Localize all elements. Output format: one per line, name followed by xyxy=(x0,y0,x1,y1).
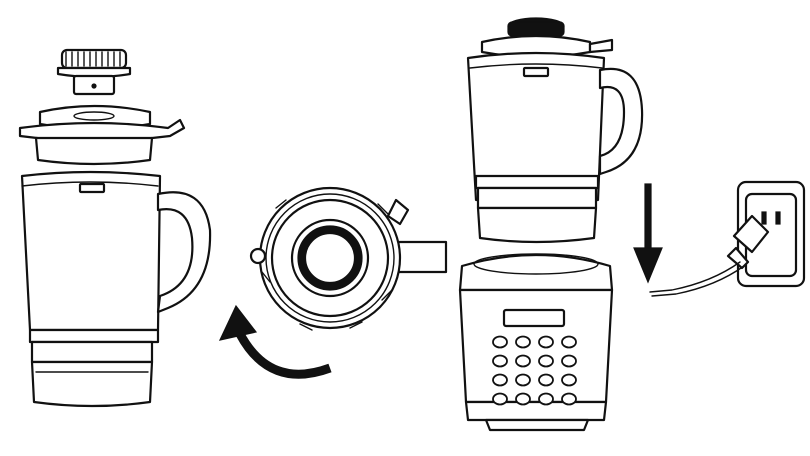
keypad-button xyxy=(538,335,554,349)
jug-lid xyxy=(18,104,186,166)
keypad-button xyxy=(561,354,577,368)
keypad-button xyxy=(515,354,531,368)
keypad-button xyxy=(561,335,577,349)
keypad-button xyxy=(492,335,508,349)
keypad-button xyxy=(492,373,508,387)
keypad-button xyxy=(515,373,531,387)
power-outlet-icon xyxy=(649,180,806,297)
keypad-button xyxy=(561,373,577,387)
control-panel xyxy=(492,308,577,406)
keypad-button xyxy=(538,373,554,387)
jug-bottom-view xyxy=(249,186,448,331)
measuring-cap xyxy=(56,48,132,96)
motor-base xyxy=(458,253,614,432)
keypad-button xyxy=(492,392,508,406)
curved-arrow-icon xyxy=(218,304,332,379)
keypad-button xyxy=(538,392,554,406)
keypad-button xyxy=(538,354,554,368)
keypad xyxy=(492,335,577,406)
down-arrow-icon xyxy=(633,183,663,284)
keypad-button xyxy=(515,392,531,406)
jug-right xyxy=(466,51,644,244)
keypad-button xyxy=(492,354,508,368)
display-window xyxy=(502,308,566,328)
keypad-button xyxy=(561,392,577,406)
jug-left xyxy=(20,170,212,408)
measuring-cap-right xyxy=(480,17,614,59)
keypad-button xyxy=(515,335,531,349)
